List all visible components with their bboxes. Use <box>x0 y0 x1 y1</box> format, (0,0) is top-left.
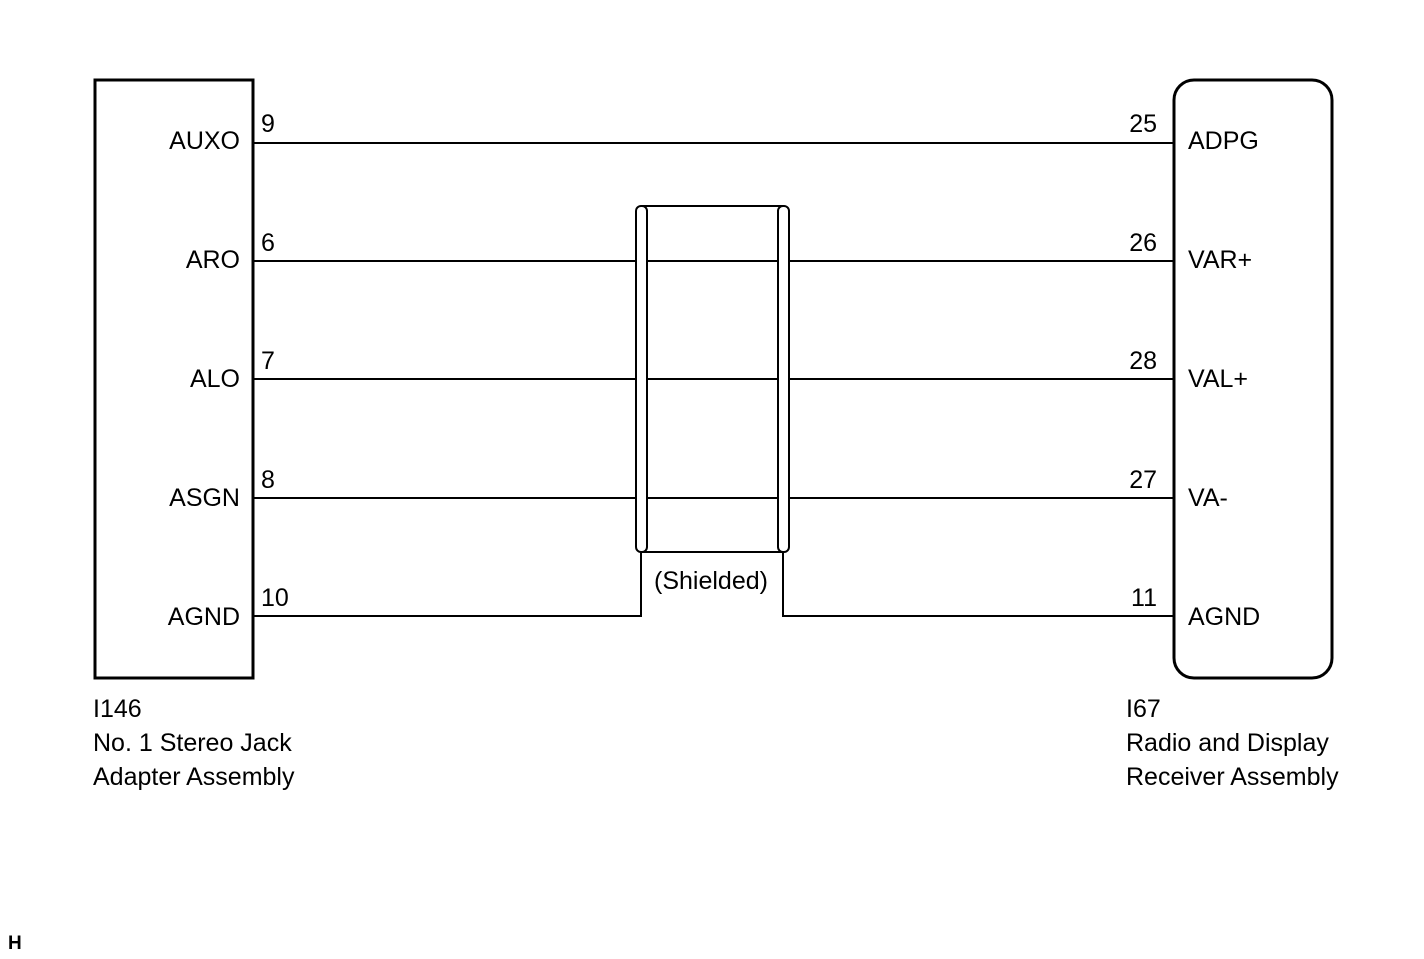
left-signal-0: AUXO <box>169 127 240 155</box>
right-component-name-line2: Receiver Assembly <box>1126 763 1339 791</box>
shield-label: (Shielded) <box>654 567 768 595</box>
right-pin-3: 27 <box>1129 466 1157 494</box>
left-signal-3: ASGN <box>169 484 240 512</box>
shield-left-tube <box>635 205 648 553</box>
right-signal-0: ADPG <box>1188 127 1259 155</box>
left-component-name-line1: No. 1 Stereo Jack <box>93 729 292 757</box>
left-signal-2: ALO <box>190 365 240 393</box>
wire-row-4-left-drain <box>253 552 642 617</box>
left-pin-3: 8 <box>261 466 275 494</box>
right-pin-0: 25 <box>1129 110 1157 138</box>
right-signal-1: VAR+ <box>1188 246 1252 274</box>
right-signal-3: VA- <box>1188 484 1228 512</box>
right-pin-2: 28 <box>1129 347 1157 375</box>
left-pin-1: 6 <box>261 229 275 257</box>
wire-row-4-right-drain <box>782 552 1174 617</box>
left-component-name-line2: Adapter Assembly <box>93 763 295 791</box>
right-component-code: I67 <box>1126 695 1161 723</box>
right-component-name-line1: Radio and Display <box>1126 729 1329 757</box>
right-signal-4: AGND <box>1188 603 1260 631</box>
left-signal-1: ARO <box>186 246 240 274</box>
shield-right-tube <box>777 205 790 553</box>
left-pin-4: 10 <box>261 584 289 612</box>
left-pin-0: 9 <box>261 110 275 138</box>
right-pin-4: 11 <box>1131 584 1157 612</box>
left-signal-4: AGND <box>168 603 240 631</box>
left-component-code: I146 <box>93 695 142 723</box>
corner-mark: H <box>8 933 22 954</box>
left-pin-2: 7 <box>261 347 275 375</box>
right-pin-1: 26 <box>1129 229 1157 257</box>
right-signal-2: VAL+ <box>1188 365 1248 393</box>
